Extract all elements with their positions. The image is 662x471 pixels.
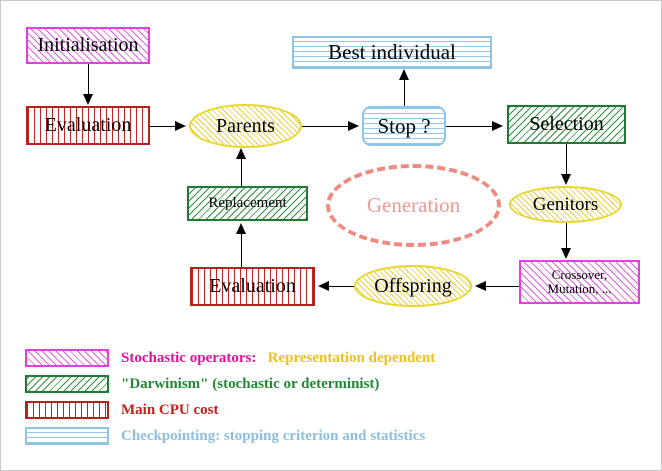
arrowhead-evaluation-to-replacement bbox=[236, 223, 246, 234]
node-initialisation-label: Initialisation bbox=[37, 34, 139, 56]
legend-item-stochastic-operators: Stochastic operators: Representation dep… bbox=[25, 347, 635, 373]
node-generation-label: Generation bbox=[366, 193, 461, 218]
legend-swatch-red-vertical-lines bbox=[25, 401, 109, 419]
arrowhead-stop-to-selection bbox=[492, 121, 503, 131]
legend-item-checkpointing: Checkpointing: stopping criterion and st… bbox=[25, 425, 635, 451]
node-genitors[interactable]: Genitors bbox=[509, 186, 622, 223]
edge-crossover-to-offspring bbox=[486, 286, 519, 287]
edge-replacement-to-parents bbox=[241, 159, 242, 186]
legend-swatch-magenta-diagonal-hatch bbox=[25, 349, 109, 367]
edge-genitors-to-crossover bbox=[566, 223, 567, 250]
node-crossover-mutation[interactable]: Crossover, Mutation, ... bbox=[519, 260, 640, 304]
edge-parents-to-stop bbox=[302, 126, 350, 127]
node-replacement-label: Replacement bbox=[208, 194, 287, 211]
edge-offspring-to-evaluation bbox=[329, 286, 354, 287]
legend-swatch-green-diagonal-hatch bbox=[25, 375, 109, 393]
arrowhead-genitors-to-crossover bbox=[561, 248, 571, 259]
edge-stop-to-best-individual bbox=[404, 79, 405, 106]
node-evaluation-bottom[interactable]: Evaluation bbox=[190, 267, 315, 306]
node-replacement[interactable]: Replacement bbox=[187, 186, 308, 221]
arrowhead-crossover-to-offspring bbox=[475, 281, 486, 291]
edge-evaluation-to-replacement bbox=[241, 233, 242, 267]
legend-label-checkpointing: Checkpointing: stopping criterion and st… bbox=[121, 428, 426, 444]
node-generation-loop: Generation bbox=[326, 164, 501, 247]
arrowhead-selection-to-genitors bbox=[561, 174, 571, 185]
node-evaluation-bottom-label: Evaluation bbox=[209, 275, 296, 297]
arrowhead-evaluation-to-parents bbox=[175, 121, 186, 131]
node-initialisation[interactable]: Initialisation bbox=[26, 27, 150, 64]
node-evaluation-top[interactable]: Evaluation bbox=[26, 106, 150, 145]
arrowhead-parents-to-stop bbox=[348, 121, 359, 131]
node-crossover-mutation-label: Crossover, Mutation, ... bbox=[547, 267, 612, 296]
node-stop[interactable]: Stop ? bbox=[362, 106, 446, 146]
node-genitors-label: Genitors bbox=[532, 193, 599, 215]
node-stop-label: Stop ? bbox=[377, 113, 431, 138]
node-evaluation-top-label: Evaluation bbox=[44, 114, 132, 136]
node-offspring[interactable]: Offspring bbox=[354, 265, 472, 307]
arrowhead-stop-to-best-individual bbox=[399, 69, 409, 80]
edge-evaluation-to-parents bbox=[150, 126, 177, 127]
legend-item-main-cpu-cost: Main CPU cost bbox=[25, 399, 635, 425]
legend-text-primary-0: Stochastic operators: bbox=[121, 350, 257, 366]
node-offspring-label: Offspring bbox=[374, 274, 452, 297]
legend-label-main-cpu-cost: Main CPU cost bbox=[121, 402, 219, 418]
legend-swatch-blue-horizontal-lines bbox=[25, 427, 109, 445]
node-best-individual[interactable]: Best individual bbox=[292, 36, 492, 69]
edge-selection-to-genitors bbox=[566, 144, 567, 176]
node-parents-label: Parents bbox=[216, 114, 275, 137]
node-selection[interactable]: Selection bbox=[507, 105, 626, 144]
legend: Stochastic operators: Representation dep… bbox=[25, 347, 635, 451]
legend-item-darwinism: "Darwinism" (stochastic or determinist) bbox=[25, 373, 635, 399]
edge-stop-to-selection bbox=[446, 126, 494, 127]
arrowhead-offspring-to-evaluation bbox=[318, 281, 329, 291]
node-parents[interactable]: Parents bbox=[189, 104, 302, 148]
legend-label-darwinism: "Darwinism" (stochastic or determinist) bbox=[121, 376, 380, 392]
node-best-individual-label: Best individual bbox=[328, 40, 456, 65]
arrowhead-initialisation-to-evaluation bbox=[83, 94, 93, 105]
node-selection-label: Selection bbox=[529, 113, 604, 135]
arrowhead-replacement-to-parents bbox=[236, 148, 246, 159]
legend-label-stochastic-operators: Stochastic operators: Representation dep… bbox=[121, 347, 435, 369]
legend-text-accent-0: Representation dependent bbox=[267, 350, 436, 366]
edge-initialisation-to-evaluation bbox=[88, 64, 89, 96]
